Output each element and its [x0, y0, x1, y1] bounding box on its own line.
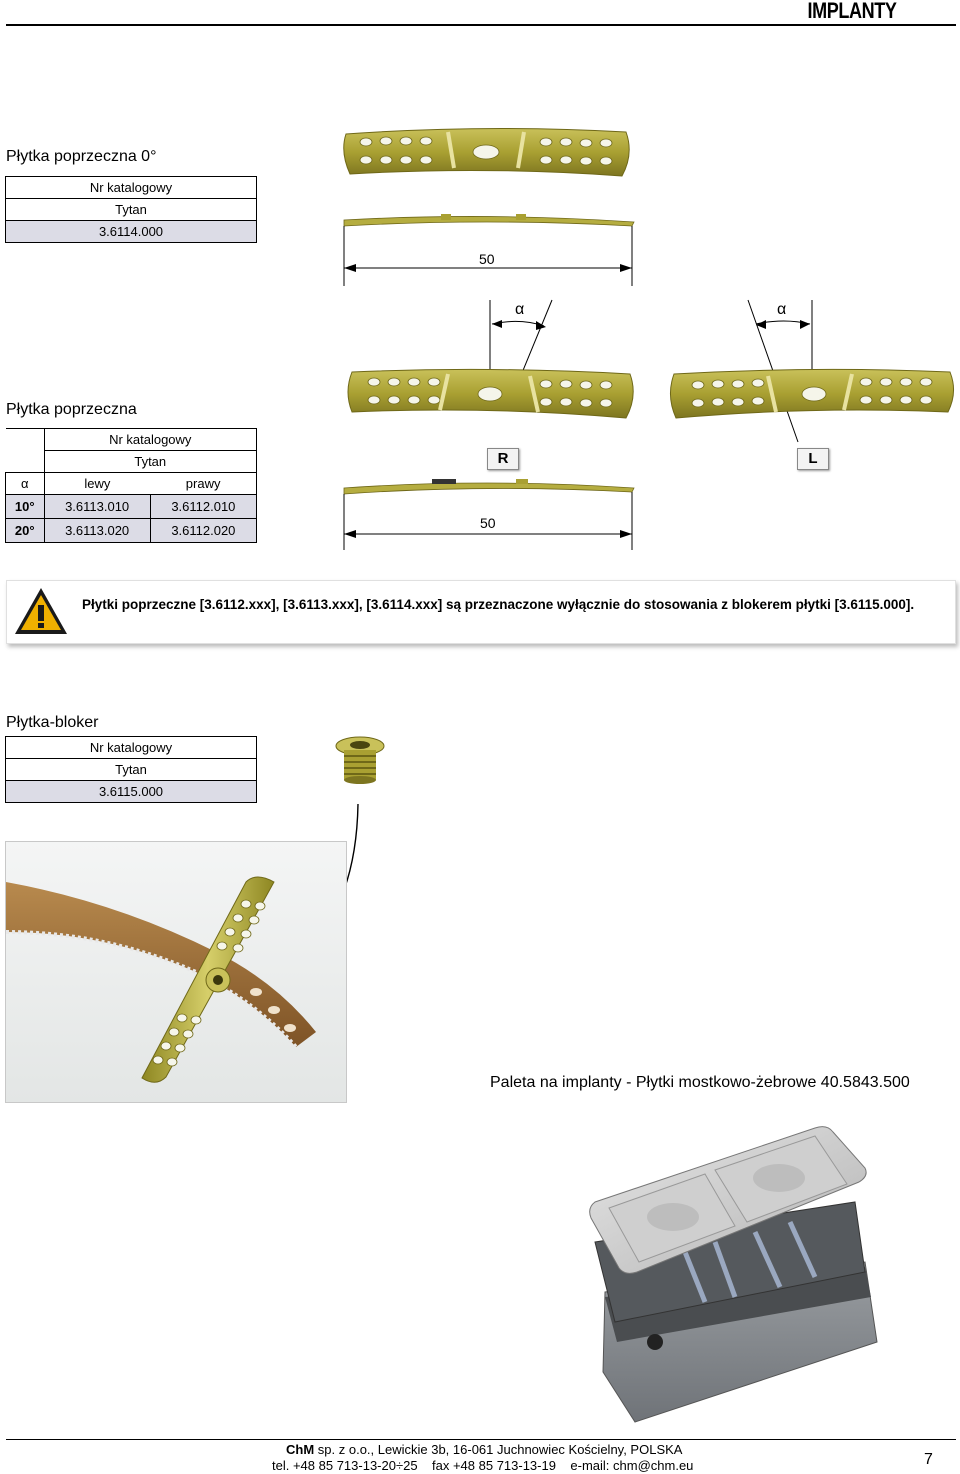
catalog-header: Nr katalogowy — [43, 428, 257, 451]
angle-value: 10° — [5, 494, 44, 519]
footer-company: ChM sp. z o.o., Lewickie 3b, 16-061 Juch… — [286, 1442, 682, 1457]
catalog-header: Nr katalogowy — [5, 736, 257, 759]
section-title-plate: Płytka poprzeczna — [6, 401, 137, 418]
footer-rule — [6, 1439, 956, 1440]
alpha-column-header: α — [5, 472, 44, 495]
page-number: 7 — [924, 1451, 933, 1468]
assembly-image — [5, 841, 347, 1103]
left-catalog-number: 3.6113.010 — [43, 494, 151, 519]
dimension-50-plate-0: 50 — [479, 251, 495, 267]
catalog-table-blocker: Nr katalogowy Tytan 3.6115.000 — [5, 736, 257, 803]
catalog-table-plate-0: Nr katalogowy Tytan 3.6114.000 — [5, 176, 257, 243]
material-header: Tytan — [5, 758, 257, 781]
left-column-header: lewy — [43, 472, 151, 495]
plate-right-image — [347, 368, 634, 419]
plate-left-image — [670, 368, 954, 419]
alpha-label-left-plate: α — [777, 301, 787, 318]
plate-side-view-image — [343, 479, 635, 550]
catalog-table-plate: Nr katalogowy Tytan α lewy prawy 10° 3.6… — [5, 428, 258, 543]
warning-text: Płytki poprzeczne [3.6112.xxx], [3.6113.… — [82, 597, 915, 612]
right-column-header: prawy — [150, 472, 258, 495]
warning-triangle-icon — [15, 588, 67, 634]
catalog-header: Nr katalogowy — [5, 176, 257, 199]
footer-address: sp. z o.o., Lewickie 3b, 16-061 Juchnowi… — [314, 1442, 683, 1457]
tray-caption: Paleta na implanty - Płytki mostkowo-żeb… — [490, 1074, 910, 1091]
catalog-number: 3.6115.000 — [5, 780, 257, 803]
section-title-plate-0: Płytka poprzeczna 0° — [6, 148, 157, 165]
material-header: Tytan — [5, 198, 257, 221]
footer-contact: tel. +48 85 713-13-20÷25 fax +48 85 713-… — [272, 1458, 694, 1473]
right-catalog-number: 3.6112.010 — [149, 494, 258, 519]
left-side-label: L — [797, 448, 829, 470]
footer-company-name: ChM — [286, 1442, 315, 1457]
header-rule — [6, 24, 956, 26]
dimension-50-plate: 50 — [480, 515, 496, 531]
right-catalog-number: 3.6112.020 — [149, 518, 258, 543]
catalog-number: 3.6114.000 — [5, 220, 257, 243]
section-title-blocker: Płytka-bloker — [6, 714, 99, 731]
implant-tray-image — [589, 1126, 878, 1423]
plate-0-top-view-image — [343, 127, 630, 177]
left-catalog-number: 3.6113.020 — [43, 518, 151, 543]
right-side-label: R — [487, 448, 519, 470]
page-header-title: IMPLANTY — [807, 0, 896, 23]
plate-0-side-view-image — [343, 214, 635, 286]
angle-value: 20° — [5, 518, 44, 543]
alpha-label-right-plate: α — [515, 301, 525, 318]
material-header: Tytan — [43, 450, 257, 473]
blocker-screw-image — [335, 736, 385, 784]
warning-box — [6, 580, 956, 644]
